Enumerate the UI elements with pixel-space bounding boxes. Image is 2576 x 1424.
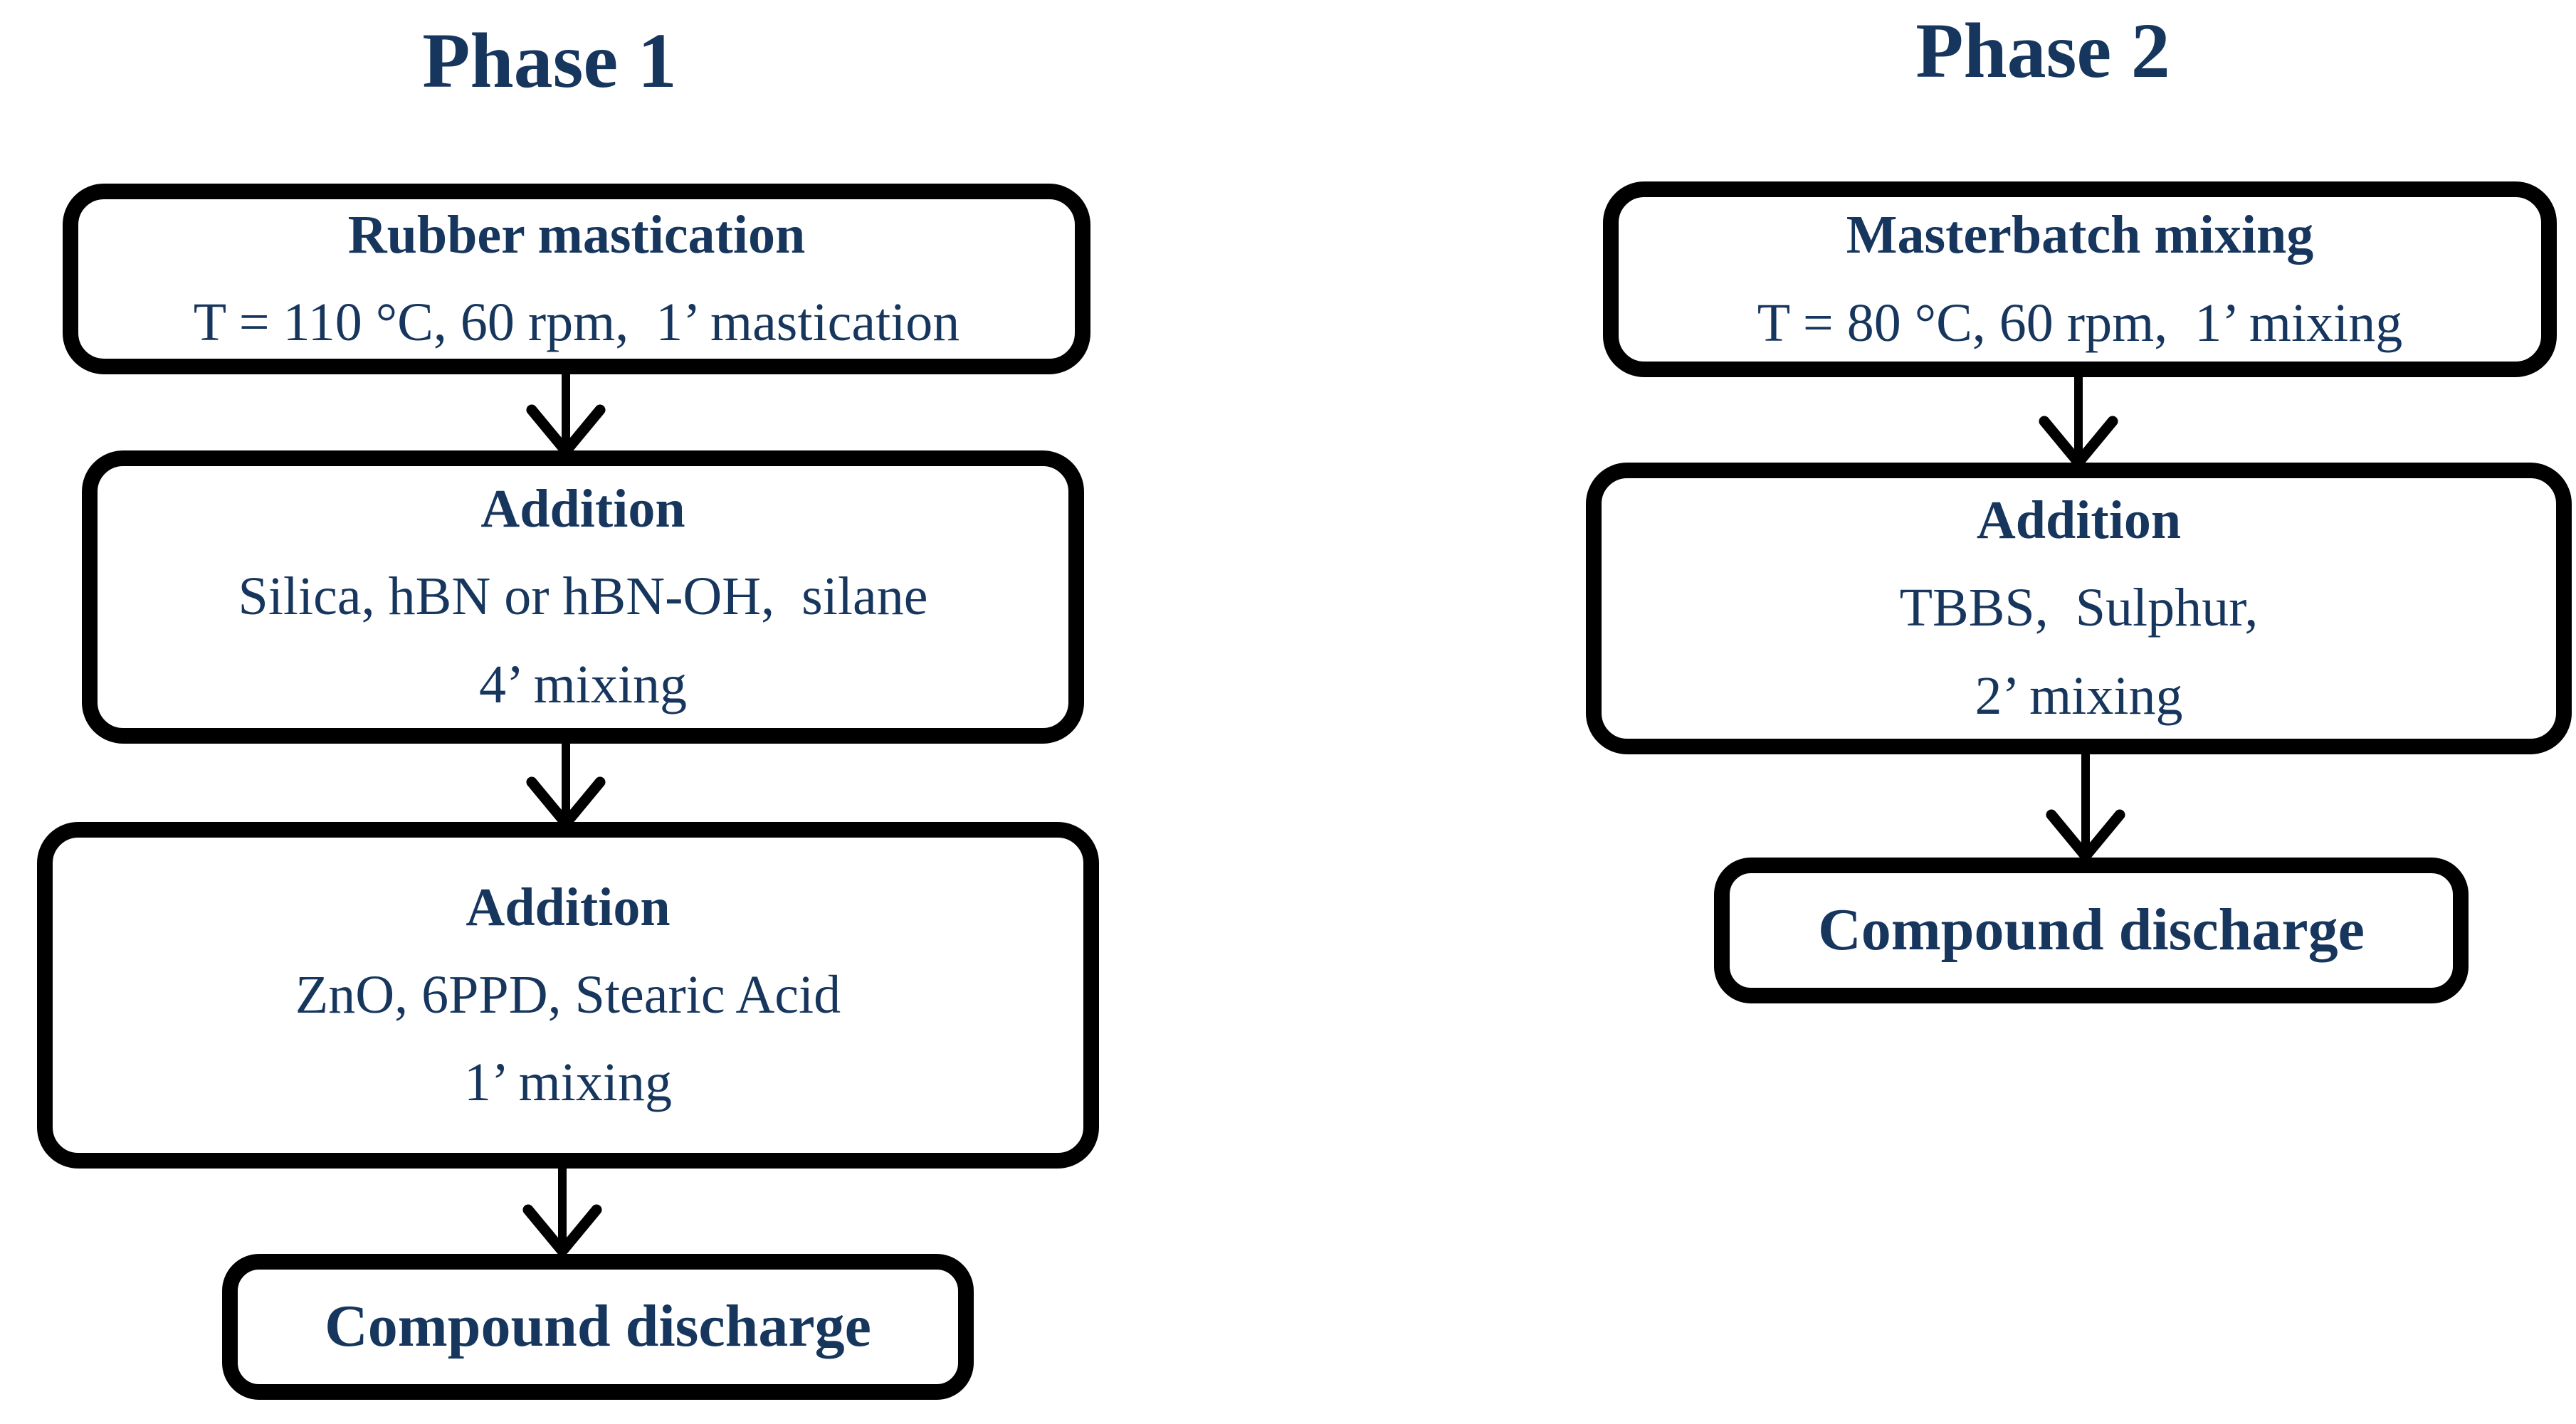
phase2-title: Phase 2 (1915, 7, 2170, 94)
box-title: Addition (466, 877, 671, 937)
phase1-compound-discharge-box: Compound discharge (222, 1254, 974, 1400)
box-detail: TBBS, Sulphur, (1899, 578, 2259, 638)
box-title: Addition (480, 479, 685, 539)
phase1-title: Phase 1 (422, 17, 677, 104)
box-detail: T = 80 °C, 60 rpm, 1’ mixing (1757, 292, 2403, 353)
arrow-down-icon (2046, 753, 2125, 862)
arrow-down-icon (2039, 376, 2118, 468)
box-detail: ZnO, 6PPD, Stearic Acid (295, 964, 841, 1025)
box-title: Masterbatch mixing (1846, 205, 2314, 265)
phase2-compound-discharge-box: Compound discharge (1714, 858, 2469, 1003)
phase1-addition-fillers-box: Addition Silica, hBN or hBN-OH, silane 4… (82, 450, 1084, 744)
box-detail: 4’ mixing (478, 654, 687, 714)
box-title: Compound discharge (325, 1293, 871, 1360)
arrow-down-icon (526, 370, 606, 457)
phase1-addition-activators-box: Addition ZnO, 6PPD, Stearic Acid 1’ mixi… (37, 822, 1099, 1169)
box-detail: T = 110 °C, 60 rpm, 1’ mastication (193, 292, 960, 352)
box-title: Compound discharge (1818, 897, 2365, 964)
box-detail: 2’ mixing (1975, 665, 2183, 726)
arrow-down-icon (522, 1166, 602, 1257)
arrow-down-icon (526, 741, 606, 829)
phase2-addition-curatives-box: Addition TBBS, Sulphur, 2’ mixing (1586, 463, 2572, 754)
box-detail: 1’ mixing (463, 1053, 672, 1113)
box-detail: Silica, hBN or hBN-OH, silane (238, 566, 928, 627)
box-title: Addition (1976, 490, 2182, 551)
rubber-mastication-box: Rubber mastication T = 110 °C, 60 rpm, 1… (63, 184, 1090, 374)
masterbatch-mixing-box: Masterbatch mixing T = 80 °C, 60 rpm, 1’… (1603, 181, 2557, 377)
box-title: Rubber mastication (347, 204, 806, 265)
